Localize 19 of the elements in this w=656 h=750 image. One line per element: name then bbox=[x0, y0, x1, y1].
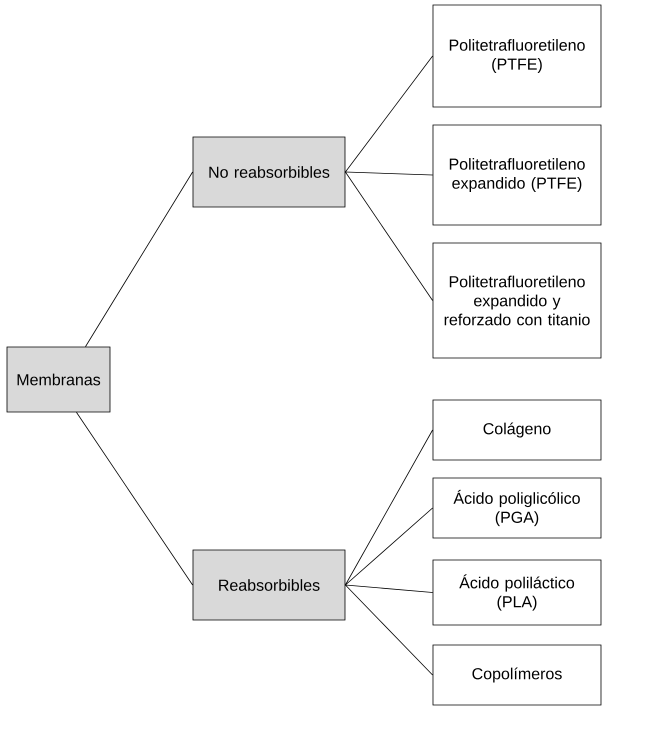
connector-line bbox=[85, 172, 193, 347]
material-box: Ácido poliglicólico (PGA) bbox=[432, 478, 602, 538]
category-box: No reabsorbibles bbox=[192, 136, 346, 208]
connector-line bbox=[345, 56, 433, 172]
material-box: Politetrafluoretileno expandido (PTFE) bbox=[432, 124, 602, 226]
material-box: Ácido poliláctico (PLA) bbox=[432, 560, 602, 626]
category-box: Membranas bbox=[6, 346, 110, 412]
connector-line bbox=[345, 172, 433, 176]
connector-line bbox=[345, 172, 433, 301]
connector-line bbox=[345, 430, 433, 586]
category-box: Reabsorbibles bbox=[192, 550, 346, 620]
material-box: Politetrafluoretileno expandido y reforzado con titanio bbox=[432, 242, 602, 358]
connector-line bbox=[345, 584, 433, 676]
connector-line bbox=[345, 508, 433, 586]
material-box: Colágeno bbox=[432, 400, 602, 460]
connector-line bbox=[345, 584, 433, 593]
connector-line bbox=[76, 412, 193, 586]
material-box: Copolímeros bbox=[432, 644, 602, 706]
material-box: Politetrafluoretileno (PTFE) bbox=[432, 4, 602, 108]
